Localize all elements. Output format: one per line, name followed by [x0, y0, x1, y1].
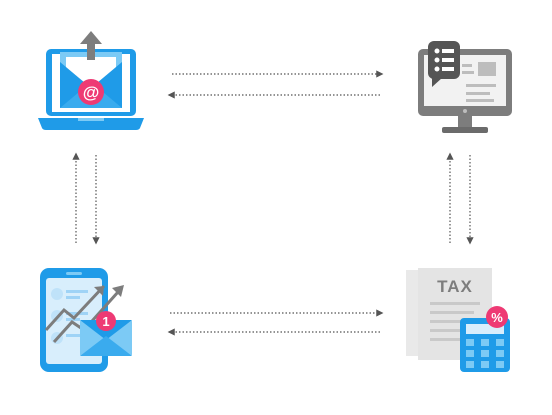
percent-symbol: %: [491, 310, 503, 325]
email-laptop-icon: @: [38, 31, 144, 130]
tax-label: TAX: [437, 277, 473, 296]
at-symbol: @: [83, 83, 100, 102]
mobile-growth-notification-icon: 1: [40, 268, 132, 372]
computer-form-icon: [418, 41, 512, 133]
notification-count: 1: [102, 314, 109, 329]
tax-document-calculator-icon: TAX %: [406, 268, 510, 372]
